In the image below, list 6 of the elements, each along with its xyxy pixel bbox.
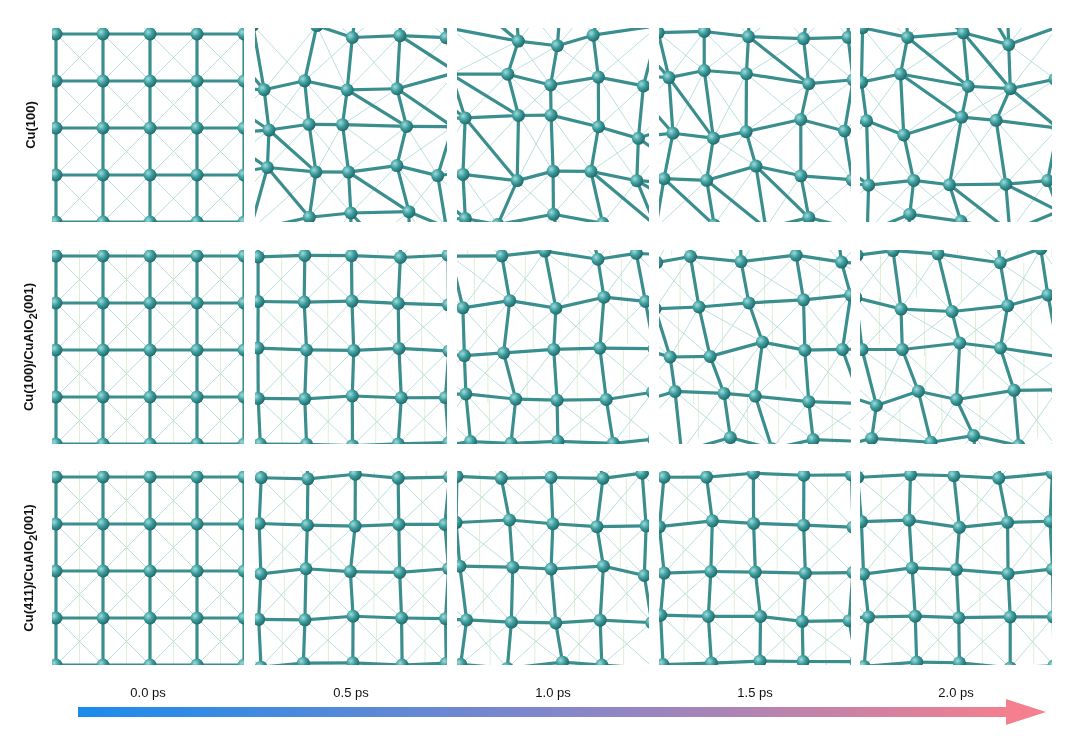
time-label: 1.5 ps [737,685,773,700]
time-label: 2.0 ps [938,685,974,700]
time-label: 1.0 ps [535,685,571,700]
time-label: 0.5 ps [333,685,369,700]
row-label: Cu(100) [22,101,38,149]
time-label: 0.0 ps [130,685,166,700]
